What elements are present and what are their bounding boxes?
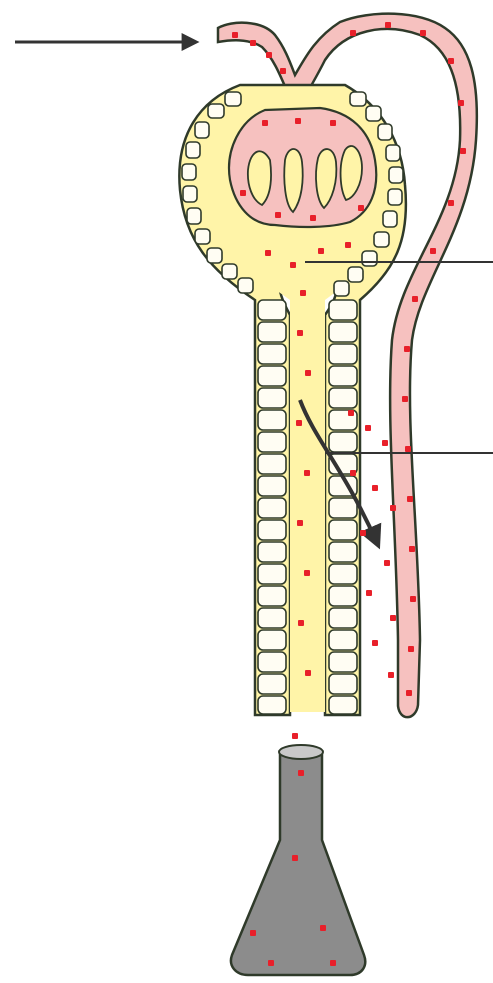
collection-flask bbox=[231, 745, 365, 975]
tubule-wall-cells-left bbox=[258, 300, 286, 714]
glomerulus bbox=[229, 108, 376, 227]
tubule-wall-cells-right bbox=[329, 300, 357, 714]
